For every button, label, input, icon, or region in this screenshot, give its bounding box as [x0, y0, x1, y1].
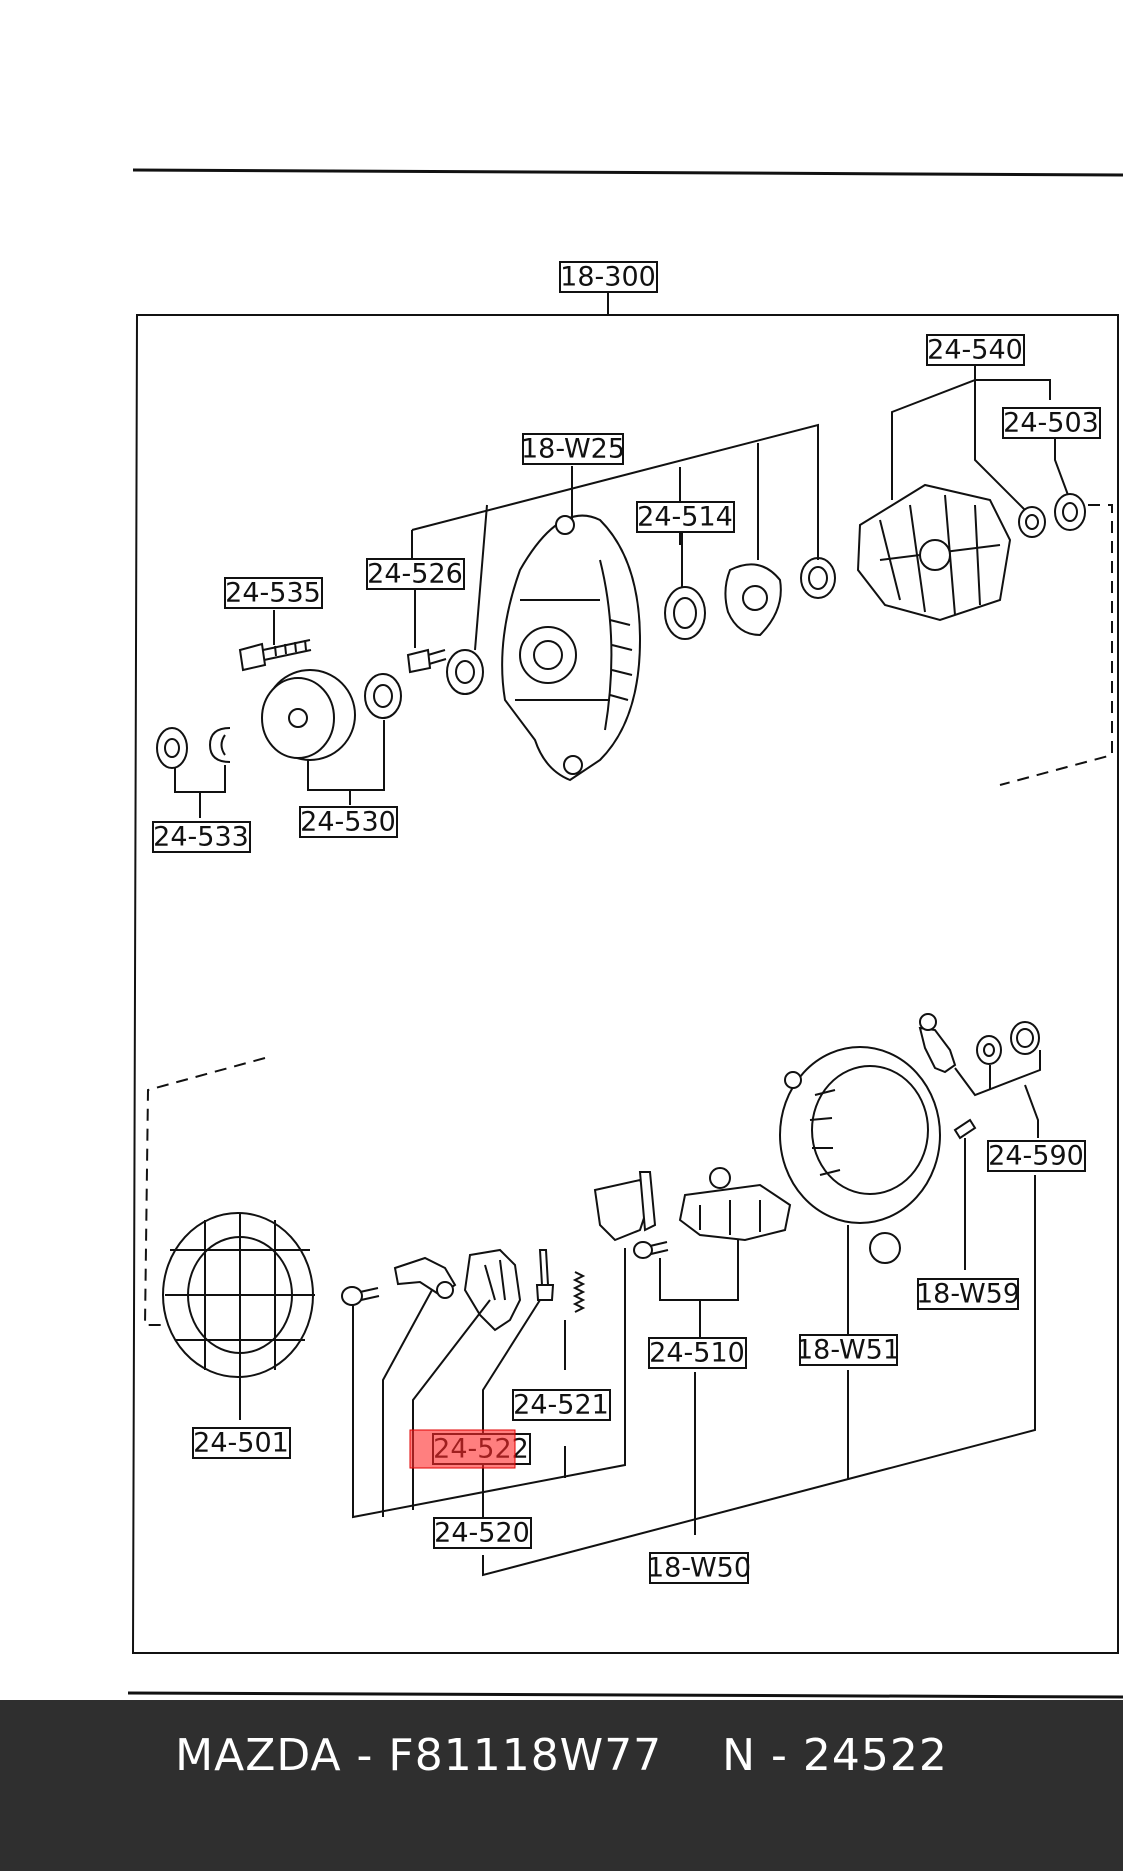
dashed-connectors	[143, 504, 1113, 1326]
label-24-590[interactable]: 24-590	[987, 1140, 1086, 1172]
rotor-drawing	[856, 483, 1012, 622]
nut-washer-drawing	[156, 727, 231, 769]
svg-text:24-535: 24-535	[225, 578, 321, 609]
svg-text:24-520: 24-520	[434, 1518, 530, 1549]
footer-bar: MAZDA - F81118W77 N - 24522	[0, 1700, 1123, 1871]
screw-2-drawing	[633, 1241, 669, 1259]
svg-text:18-W25: 18-W25	[521, 434, 625, 465]
part-number-caption: MAZDA - F81118W77 N - 24522	[175, 1730, 948, 1781]
exploded-parts-diagram: 18-300 24-540 24-503 18-W25 24-514 24-52…	[127, 168, 1123, 1699]
selected-part-highlight	[409, 1429, 516, 1469]
label-24-533[interactable]: 24-533	[152, 821, 251, 853]
bearing-drawing	[664, 586, 706, 640]
bolt-long-drawing	[238, 639, 312, 672]
svg-text:24-530: 24-530	[300, 807, 396, 838]
label-18-W25[interactable]: 18-W25	[521, 433, 625, 465]
collar-drawing	[364, 673, 402, 719]
pin-drawing	[953, 1118, 977, 1140]
brush-drawing	[535, 1249, 555, 1301]
front-housing-drawing	[501, 514, 642, 782]
svg-text:24-510: 24-510	[649, 1338, 745, 1369]
top-rule	[132, 168, 1123, 177]
label-24-501[interactable]: 24-501	[192, 1427, 291, 1459]
svg-text:24-533: 24-533	[153, 822, 249, 853]
label-24-520[interactable]: 24-520	[433, 1517, 532, 1549]
svg-text:18-W50: 18-W50	[647, 1553, 751, 1584]
svg-text:18-W59: 18-W59	[916, 1279, 1020, 1310]
svg-text:24-521: 24-521	[513, 1390, 609, 1421]
label-24-510[interactable]: 24-510	[648, 1337, 747, 1369]
svg-text:24-526: 24-526	[367, 559, 463, 590]
svg-text:24-540: 24-540	[927, 335, 1023, 366]
assembly-frame	[131, 292, 1119, 1654]
rear-housing-drawing	[779, 1046, 941, 1264]
svg-text:18-W51: 18-W51	[796, 1335, 900, 1366]
screw-drawing	[341, 1286, 380, 1306]
label-24-514[interactable]: 24-514	[636, 501, 735, 533]
terminal-bracket-drawing	[393, 1256, 457, 1299]
svg-text:18-300: 18-300	[560, 262, 656, 293]
label-24-526[interactable]: 24-526	[366, 558, 465, 590]
seal-drawing	[446, 649, 484, 695]
rotor-rings-drawing	[1018, 493, 1086, 538]
regulator-cover-drawing	[593, 1171, 657, 1242]
label-24-535[interactable]: 24-535	[224, 577, 323, 609]
svg-text:24-514: 24-514	[637, 502, 733, 533]
stator-drawing	[162, 1212, 315, 1378]
label-18-W59[interactable]: 18-W59	[916, 1278, 1020, 1310]
terminal-parts-drawing	[918, 1013, 1040, 1074]
spring-drawing	[572, 1271, 586, 1313]
leader-lines	[174, 363, 1069, 1577]
svg-text:24-501: 24-501	[193, 1428, 289, 1459]
label-18-300[interactable]: 18-300	[559, 261, 658, 293]
label-18-W50[interactable]: 18-W50	[647, 1552, 751, 1584]
label-24-521[interactable]: 24-521	[512, 1389, 611, 1421]
label-18-W51[interactable]: 18-W51	[796, 1334, 900, 1366]
pulley-drawing	[261, 669, 356, 761]
bolt-small-drawing	[406, 648, 447, 674]
svg-text:24-503: 24-503	[1003, 408, 1099, 439]
small-bearing-drawing	[800, 557, 836, 599]
retainer-plate-drawing	[724, 563, 782, 637]
svg-text:24-590: 24-590	[988, 1141, 1084, 1172]
brush-holder-drawing	[463, 1248, 522, 1332]
label-24-503[interactable]: 24-503	[1002, 407, 1101, 439]
rectifier-drawing	[678, 1167, 792, 1242]
bottom-rule	[127, 1691, 1123, 1699]
label-24-540[interactable]: 24-540	[926, 334, 1025, 366]
label-24-530[interactable]: 24-530	[299, 806, 398, 838]
